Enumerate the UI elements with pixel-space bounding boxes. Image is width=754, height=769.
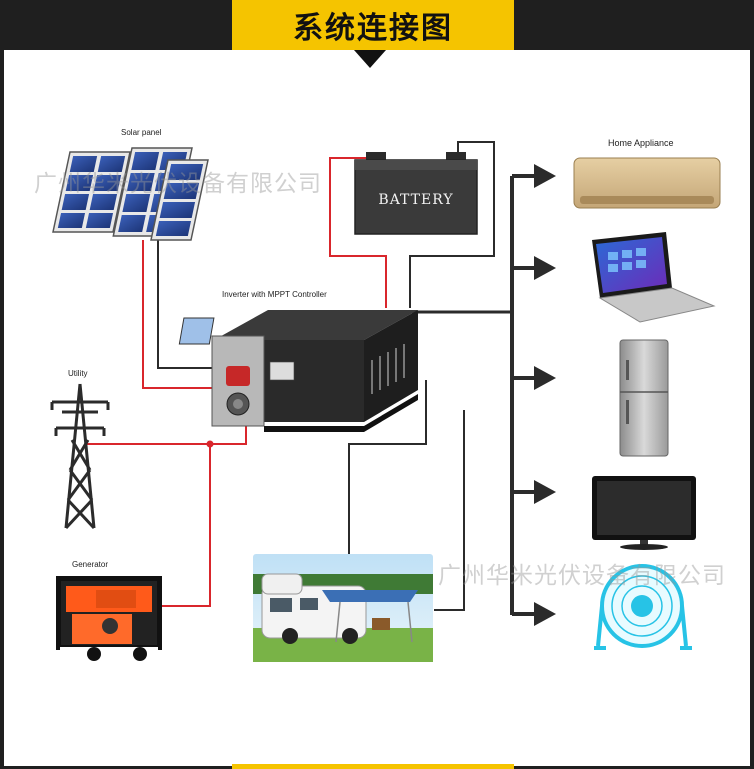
battery-dark-wire bbox=[409, 141, 495, 308]
home-appliance-label: Home Appliance bbox=[608, 138, 674, 148]
solar-red-wire bbox=[142, 240, 226, 389]
battery-red-wire bbox=[329, 157, 387, 308]
generator-red-wire bbox=[160, 444, 211, 607]
battery-label: BATTERY bbox=[378, 192, 453, 208]
junction-dot bbox=[206, 440, 214, 448]
arrow-fan bbox=[512, 602, 556, 626]
solar-panel-label: Solar panel bbox=[121, 128, 162, 137]
page-title: 系统连接图 bbox=[293, 11, 453, 46]
arrow-fridge bbox=[512, 366, 556, 390]
arrow-laptop bbox=[512, 256, 556, 280]
arrow-tv bbox=[512, 480, 556, 504]
utility-label: Utility bbox=[68, 369, 88, 378]
bottom-accent bbox=[232, 764, 514, 769]
inverter-label: Inverter with MPPT Controller bbox=[222, 290, 327, 299]
rv-wire-b bbox=[434, 410, 465, 611]
battery-icon bbox=[354, 152, 478, 235]
title-pointer bbox=[354, 50, 386, 68]
rv-wire-a bbox=[348, 380, 427, 554]
arrow-ac bbox=[512, 164, 556, 188]
laptop-icon bbox=[592, 232, 716, 323]
tv-monitor-icon bbox=[592, 476, 696, 550]
solar-dark-wire bbox=[157, 240, 222, 369]
wires bbox=[86, 141, 514, 615]
utility-tower-icon bbox=[50, 383, 110, 530]
watermark-top: 广州华米光伏设备有限公司 bbox=[34, 171, 322, 197]
inverter-icon bbox=[178, 310, 418, 432]
watermark-bottom: 广州华米光伏设备有限公司 bbox=[438, 563, 726, 589]
air-conditioner-icon bbox=[573, 157, 721, 209]
solar-panel-icon bbox=[52, 147, 209, 241]
generator-label: Generator bbox=[72, 560, 109, 569]
rv-camper-image bbox=[253, 554, 433, 662]
title-banner: 系统连接图 bbox=[232, 0, 514, 50]
desk-fan-icon bbox=[594, 564, 692, 650]
bus-arrows bbox=[512, 164, 556, 626]
generator-icon bbox=[56, 576, 162, 661]
refrigerator-icon bbox=[619, 339, 669, 457]
